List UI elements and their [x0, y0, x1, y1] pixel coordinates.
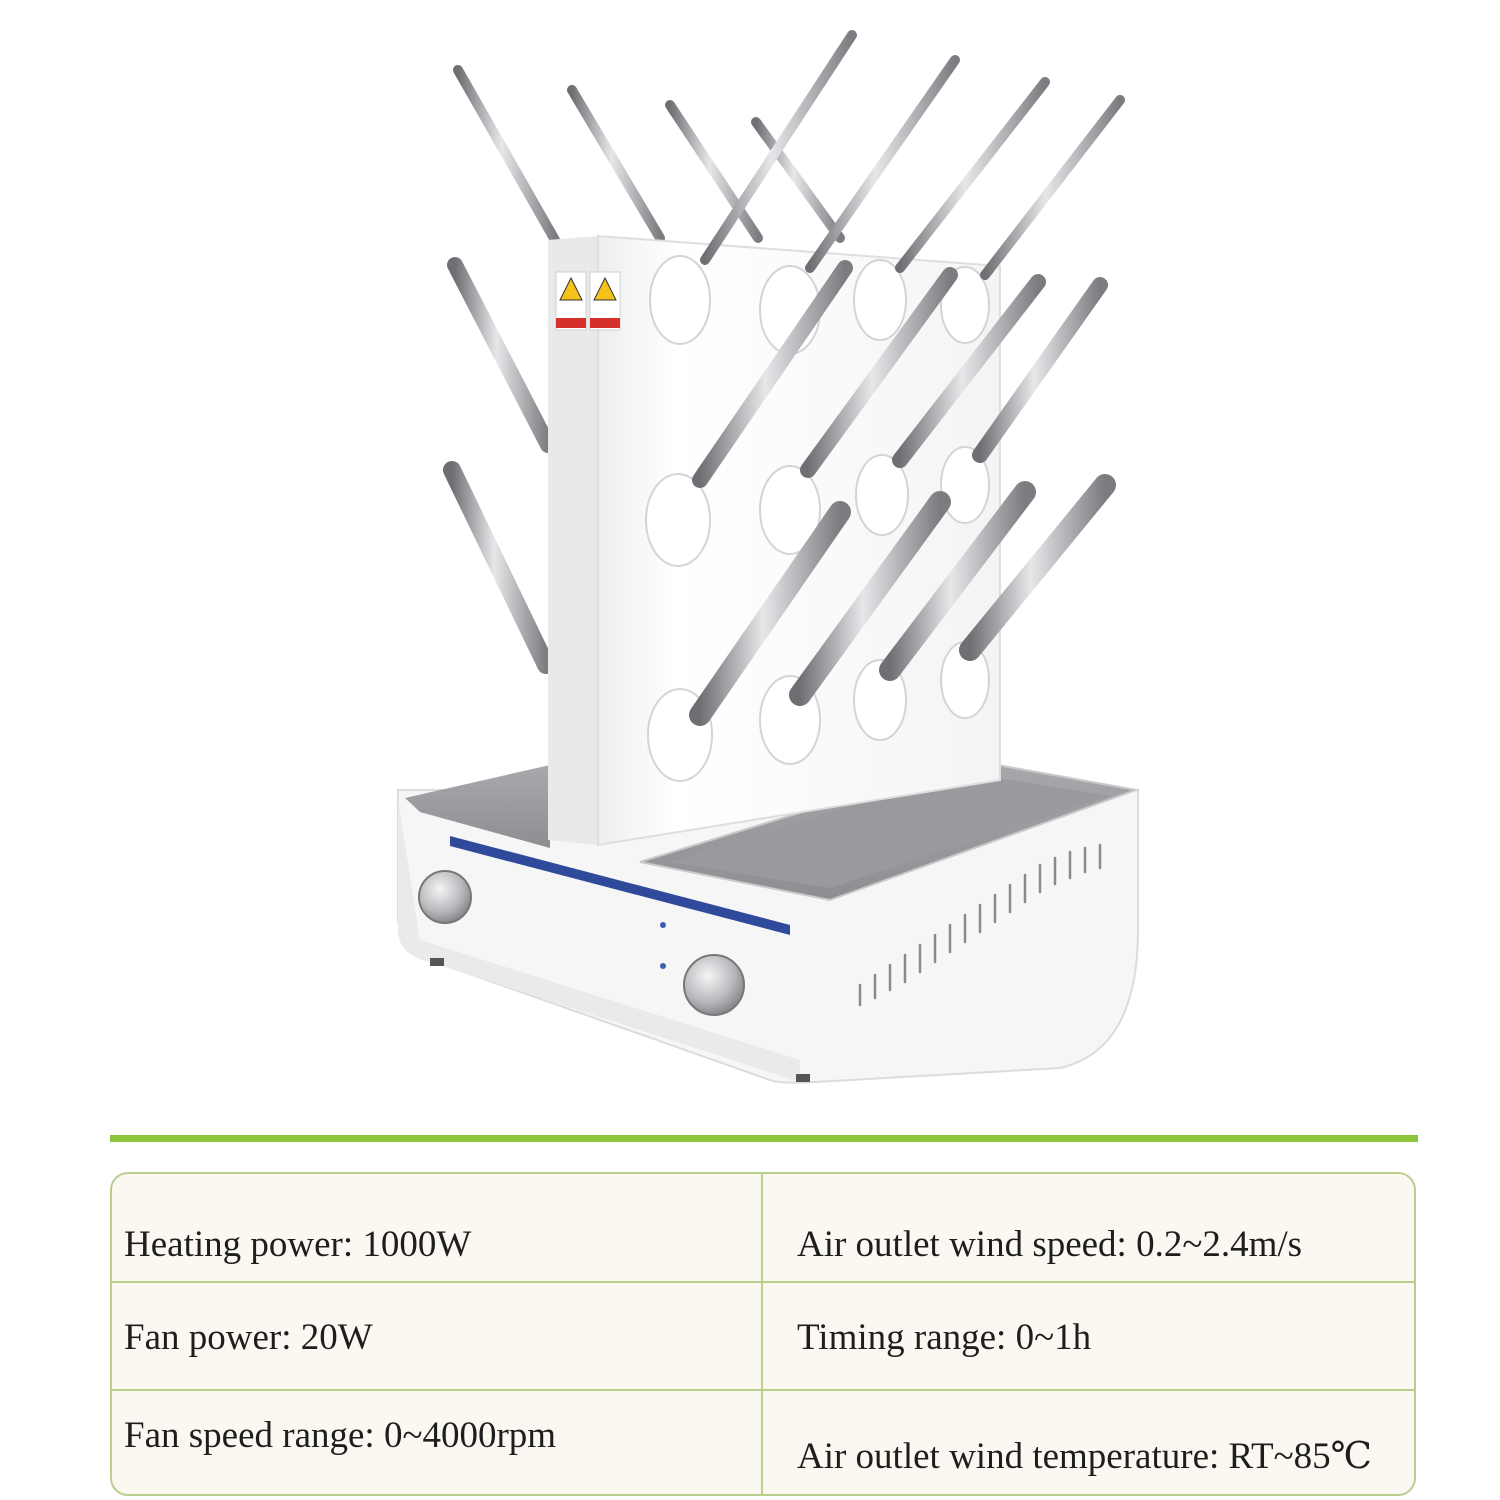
spec-row: Heating power: 1000W Air outlet wind spe…	[112, 1174, 1414, 1281]
spec-row: Fan speed range: 0~4000rpm Air outlet wi…	[112, 1389, 1414, 1494]
spec-heating-power: Heating power: 1000W	[112, 1174, 763, 1281]
spec-wind-speed: Air outlet wind speed: 0.2~2.4m/s	[796, 1224, 1303, 1265]
drying-rack-illustration	[397, 30, 1140, 1084]
spec-table: Heating power: 1000W Air outlet wind spe…	[110, 1172, 1416, 1496]
spec-fan-power: Fan power: 20W	[112, 1283, 763, 1391]
rear-drying-pins	[443, 65, 845, 674]
spec-row: Fan power: 20W Timing range: 0~1h	[112, 1281, 1414, 1391]
warning-labels	[555, 271, 621, 331]
spec-wind-temperature: Air outlet wind temperature: RT~85℃	[796, 1435, 1372, 1477]
spec-timing-range: Timing range: 0~1h	[796, 1316, 1092, 1358]
timer-knob	[683, 954, 745, 1016]
front-drying-pins	[689, 30, 1125, 726]
green-divider	[110, 1135, 1418, 1142]
fan-speed-knob	[418, 870, 472, 924]
spec-fan-speed-range: Fan speed range: 0~4000rpm	[112, 1391, 763, 1494]
